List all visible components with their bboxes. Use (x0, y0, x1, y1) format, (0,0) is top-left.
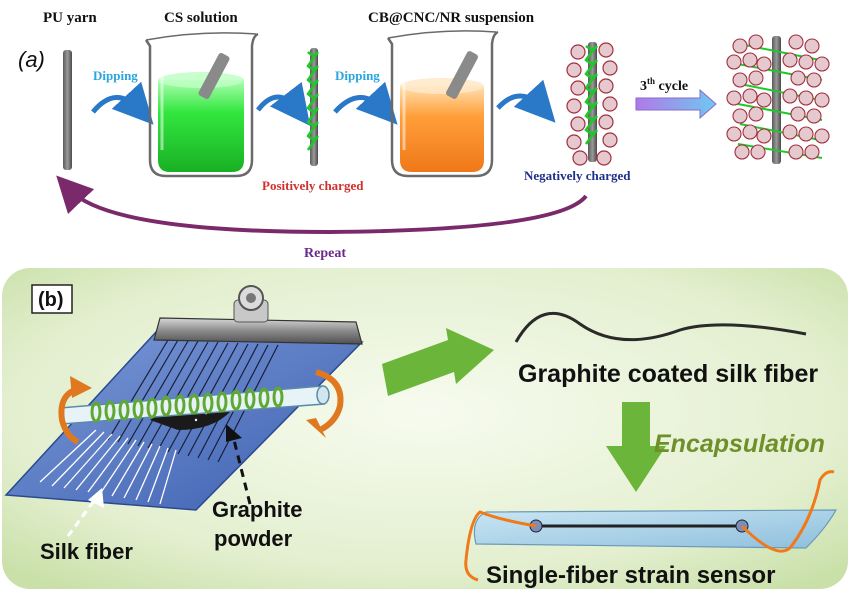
negative-yarn (566, 42, 618, 166)
process-arrow-right (382, 328, 494, 396)
cycle-label: 3th cycle (640, 76, 688, 94)
dipping-arrow-1 (91, 81, 154, 125)
graphite-powder-label-line1: Graphite (212, 497, 302, 522)
panel-b-label-box (31, 284, 73, 314)
repeat-label: Repeat (304, 246, 346, 261)
cs-beaker (144, 32, 259, 178)
silk-fibers-white (39, 429, 177, 505)
rotation-arrow-left-head (70, 376, 92, 398)
rotation-arrow-right-head (306, 418, 326, 438)
graphite-callout (230, 431, 252, 505)
final-yarn (726, 34, 830, 164)
cs-solution-label: CS solution (164, 10, 238, 26)
panel-b: (b) (2, 268, 848, 589)
sensor-wire-right (740, 470, 835, 553)
dipping-arrow-2 (333, 81, 398, 125)
sensor-label: Single-fiber strain sensor (486, 562, 775, 589)
silk-fiber-label: Silk fiber (40, 539, 133, 564)
sensor-wire-left (464, 510, 537, 582)
graphite-coated-label: Graphite coated silk fiber (518, 360, 818, 388)
cycle-arrow (635, 88, 717, 120)
clamp (153, 285, 363, 345)
panel-a-label: (a) (18, 47, 45, 72)
graphite-callout-head (226, 424, 242, 442)
suspension-label: CB@CNC/NR suspension (368, 10, 535, 26)
positive-yarn (306, 48, 320, 166)
suspension-beaker (386, 30, 499, 178)
repeat-arrow (56, 175, 588, 235)
silk-fiber-callout (66, 497, 98, 537)
rotation-arrow-left (58, 385, 83, 445)
dipping-label-1: Dipping (93, 68, 138, 83)
encapsulation-arrow (606, 402, 666, 492)
coated-fiber (514, 311, 807, 343)
pu-yarn-rod (63, 50, 72, 170)
transfer-arrow-2 (496, 79, 556, 123)
encapsulation-label: Encapsulation (654, 430, 825, 458)
panel-b-label: (b) (38, 289, 64, 311)
negatively-charged-label: Negatively charged (524, 168, 631, 183)
graphite-powder-label-line2: powder (214, 526, 293, 551)
strain-sensor (464, 470, 838, 582)
positively-charged-label: Positively charged (262, 178, 364, 193)
panel-a: (a) PU yarn CS solution CB@CNC/NR suspen… (18, 10, 830, 261)
pu-yarn-label: PU yarn (43, 10, 97, 26)
rotation-arrow-right (315, 369, 344, 433)
dipping-label-2: Dipping (335, 68, 380, 83)
silk-fiber-callout-head (88, 488, 104, 508)
transfer-arrow-1 (256, 81, 311, 126)
